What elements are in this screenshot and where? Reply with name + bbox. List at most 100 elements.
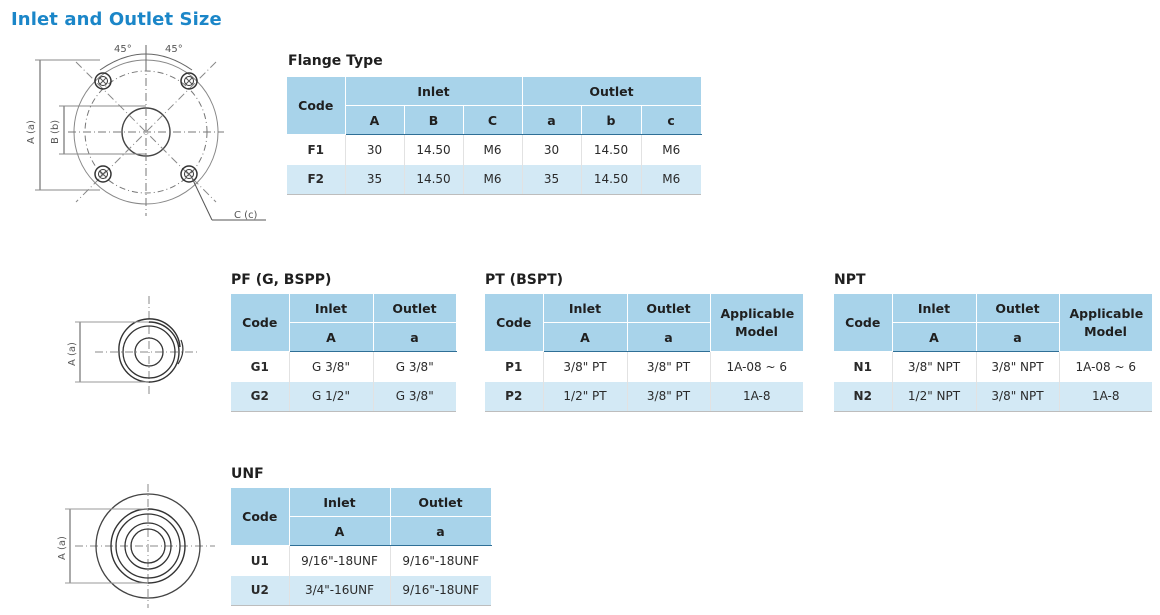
value-cell: 30 bbox=[344, 134, 404, 165]
dim-a-label: A (a) bbox=[57, 536, 68, 560]
code-cell: N1 bbox=[853, 359, 872, 374]
code-cell: U1 bbox=[250, 553, 269, 568]
inlet-header: Inlet bbox=[891, 293, 977, 323]
value-cell: 1A-08 ~ 6 bbox=[1058, 351, 1152, 382]
inlet-header: Inlet bbox=[344, 76, 523, 106]
sub-header: a bbox=[521, 105, 582, 135]
table-row: G2 G 1/2" G 3/8" bbox=[231, 381, 456, 412]
table-row: F2 35 14.50 M6 35 14.50 M6 bbox=[287, 164, 702, 195]
unf-diagram: A (a) bbox=[57, 484, 215, 608]
code-header: Code bbox=[231, 293, 290, 352]
value-cell: G 3/8" bbox=[372, 381, 456, 412]
table-row: N2 1/2" NPT 3/8" NPT 1A-8 bbox=[834, 381, 1152, 412]
code-header: Code bbox=[287, 76, 346, 135]
sub-header: a bbox=[975, 322, 1060, 352]
table-row: F1 30 14.50 M6 30 14.50 M6 bbox=[287, 134, 702, 165]
value-cell: 1A-8 bbox=[709, 381, 803, 412]
sub-header: A bbox=[344, 105, 405, 135]
pf-table: Code Inlet Outlet A a G1 G 3/8" G 3/8" G… bbox=[231, 293, 457, 412]
value-cell: 35 bbox=[521, 164, 582, 195]
table-row: G1 G 3/8" G 3/8" bbox=[231, 351, 456, 382]
value-cell: 9/16"-18UNF bbox=[288, 545, 390, 576]
sub-header: C bbox=[462, 105, 523, 135]
angle-label: 45° bbox=[114, 44, 132, 55]
code-cell: P2 bbox=[485, 381, 543, 412]
value-cell: G 3/8" bbox=[288, 351, 373, 382]
value-cell: M6 bbox=[640, 164, 702, 195]
model-header: Applicable Model bbox=[1058, 293, 1153, 352]
value-cell: 30 bbox=[521, 134, 582, 165]
npt-table: Code Inlet Outlet Applicable Model A a N… bbox=[834, 293, 1153, 412]
value-cell: 3/8" PT bbox=[626, 351, 710, 382]
code-header: Code bbox=[485, 293, 544, 352]
value-cell: 1/2" NPT bbox=[891, 381, 976, 412]
value-cell: 35 bbox=[344, 164, 404, 195]
table-row: N1 3/8" NPT 3/8" NPT 1A-08 ~ 6 bbox=[834, 351, 1152, 382]
flange-section-title: Flange Type bbox=[288, 53, 383, 69]
value-cell: 14.50 bbox=[580, 164, 642, 195]
inlet-header: Inlet bbox=[288, 487, 391, 517]
code-header: Code bbox=[231, 487, 290, 546]
sub-header: b bbox=[580, 105, 642, 135]
bolt-hole bbox=[94, 165, 112, 183]
value-cell: 3/8" PT bbox=[626, 381, 710, 412]
value-cell: G 1/2" bbox=[288, 381, 373, 412]
bolt-hole bbox=[94, 72, 112, 90]
angle-label: 45° bbox=[165, 44, 183, 55]
bolt-hole bbox=[180, 165, 198, 183]
sub-header: a bbox=[626, 322, 711, 352]
unf-table: Code Inlet Outlet A a U1 9/16"-18UNF 9/1… bbox=[231, 487, 492, 606]
unf-section-title: UNF bbox=[231, 466, 264, 482]
dim-a-label: A (a) bbox=[67, 342, 78, 366]
dim-c-label: C (c) bbox=[234, 210, 258, 221]
inlet-header: Inlet bbox=[288, 293, 374, 323]
code-cell: U2 bbox=[231, 575, 289, 606]
value-cell: 3/8" NPT bbox=[975, 381, 1059, 412]
sub-header: A bbox=[891, 322, 977, 352]
flange-diagram: 45° 45° A (a) B (b) C (c) bbox=[26, 44, 266, 221]
outlet-header: Outlet bbox=[389, 487, 492, 517]
table-row: U2 3/4"-16UNF 9/16"-18UNF bbox=[231, 575, 491, 606]
value-cell: M6 bbox=[462, 164, 523, 195]
value-cell: M6 bbox=[462, 134, 523, 165]
value-cell: 1A-8 bbox=[1058, 381, 1152, 412]
code-cell: F1 bbox=[307, 142, 325, 157]
inlet-header: Inlet bbox=[542, 293, 628, 323]
code-cell: P1 bbox=[505, 359, 523, 374]
sub-header: a bbox=[389, 516, 492, 546]
value-cell: 3/4"-16UNF bbox=[288, 575, 390, 606]
value-cell: 14.50 bbox=[580, 134, 642, 165]
table-row: P2 1/2" PT 3/8" PT 1A-8 bbox=[485, 381, 803, 412]
sub-header: a bbox=[372, 322, 457, 352]
sub-header: B bbox=[403, 105, 464, 135]
value-cell: 3/8" NPT bbox=[891, 351, 976, 382]
value-cell: 3/8" PT bbox=[542, 351, 627, 382]
sub-header: A bbox=[288, 516, 391, 546]
pf-section-title: PF (G, BSPP) bbox=[231, 272, 332, 288]
outlet-header: Outlet bbox=[372, 293, 457, 323]
value-cell: 1A-08 ~ 6 bbox=[709, 351, 803, 382]
dim-b-label: B (b) bbox=[50, 120, 61, 144]
code-cell: N2 bbox=[834, 381, 892, 412]
npt-section-title: NPT bbox=[834, 272, 866, 288]
value-cell: 9/16"-18UNF bbox=[389, 575, 491, 606]
model-header: Applicable Model bbox=[709, 293, 804, 352]
value-cell: 14.50 bbox=[403, 134, 463, 165]
outlet-header: Outlet bbox=[975, 293, 1060, 323]
value-cell: 3/8" NPT bbox=[975, 351, 1059, 382]
value-cell: 14.50 bbox=[403, 164, 463, 195]
sub-header: A bbox=[288, 322, 374, 352]
outlet-header: Outlet bbox=[626, 293, 711, 323]
code-header: Code bbox=[834, 293, 893, 352]
pf-diagram: A (a) bbox=[67, 296, 200, 396]
code-cell: G2 bbox=[231, 381, 289, 412]
value-cell: G 3/8" bbox=[372, 351, 456, 382]
pt-section-title: PT (BSPT) bbox=[485, 272, 564, 288]
code-cell: F2 bbox=[287, 164, 345, 195]
value-cell: 1/2" PT bbox=[542, 381, 627, 412]
outlet-header: Outlet bbox=[521, 76, 702, 106]
table-row: U1 9/16"-18UNF 9/16"-18UNF bbox=[231, 545, 491, 576]
bolt-hole bbox=[180, 72, 198, 90]
dim-a-label: A (a) bbox=[26, 120, 37, 144]
sub-header: c bbox=[640, 105, 702, 135]
